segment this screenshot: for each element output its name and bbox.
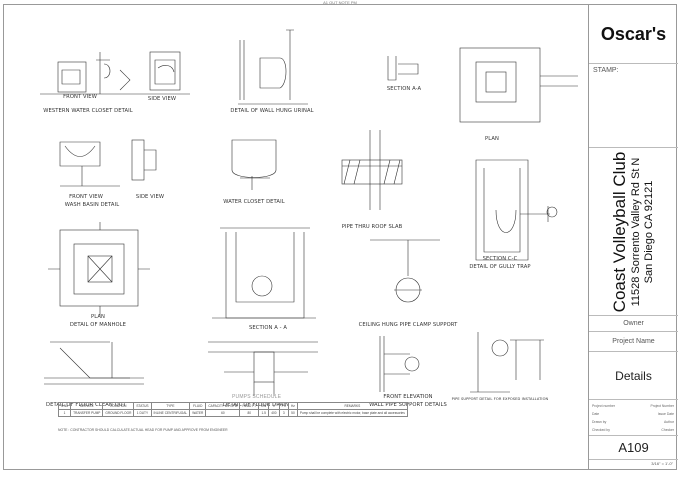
cell-sno: 1	[57, 409, 72, 417]
col-capacity: CAPACITY US GPM	[205, 402, 241, 410]
title-side-view-2: SIDE VIEW	[136, 194, 164, 200]
western-wc-detail	[40, 51, 190, 95]
title-wash-basin: WASH BASIN DETAIL	[65, 202, 119, 208]
wall-urinal-detail	[238, 29, 308, 105]
cell-hz: 50	[288, 409, 298, 417]
title-front-view-1: FRONT VIEW	[63, 94, 97, 100]
cell-location: GROUND FLOOR	[102, 409, 135, 417]
cell-type: INLINE CENTRIFUGAL	[150, 409, 191, 417]
pipe-support	[470, 332, 544, 393]
cell-capacity: 60	[205, 409, 241, 417]
title-wall-pipe: WALL PIPE SUPPORT DETAILS	[369, 402, 447, 408]
col-service: SERVICE	[70, 402, 104, 410]
owner-label: Owner	[589, 316, 678, 332]
plan-box	[459, 47, 578, 123]
col-sno: S.No	[57, 402, 72, 410]
col-hz: Hz	[288, 402, 298, 410]
col-remarks: REMARKS	[296, 402, 408, 410]
project-name-label: Project Name	[589, 332, 678, 352]
title-pipe-support: PIPE SUPPORT DETAIL FOR EXPOSED INSTALLA…	[452, 397, 549, 401]
cell-status: 1 DUTY	[133, 409, 152, 417]
schedule-title: PUMPS SCHEDULE	[232, 394, 282, 400]
col-status: STATUS	[133, 402, 152, 410]
schedule-note: NOTE : CONTRACTOR SHOULD CALCULATE ACTUA…	[58, 428, 228, 432]
address-line-2: San Diego CA 92121	[643, 180, 655, 284]
stamp-area: STAMP:	[589, 64, 678, 148]
schedule-header-row: S.No SERVICE LOCATION STATUS TYPE FLUID …	[57, 402, 408, 410]
title-clamp-support: CEILING HUNG PIPE CLAMP SUPPORT	[359, 322, 458, 328]
title-manhole: DETAIL OF MANHOLE	[70, 322, 126, 328]
cell-v: 400	[268, 409, 280, 417]
col-ph: PH	[278, 402, 290, 410]
title-front-view-2: FRONT VIEW	[69, 194, 103, 200]
title-side-view-1: SIDE VIEW	[148, 96, 176, 102]
col-location: LOCATION	[102, 402, 135, 410]
floor-cleanout	[44, 341, 144, 385]
manhole-plan	[48, 222, 150, 316]
details-label: Details	[589, 352, 678, 400]
pipe-roof-detail	[341, 130, 403, 210]
cell-service: TRANSFER PUMP	[70, 409, 104, 417]
title-western-wc: WESTERN WATER CLOSET DETAIL	[43, 108, 132, 114]
title-pipe-roof: PIPE THRU ROOF SLAB	[342, 224, 403, 230]
wash-basin-detail	[59, 139, 157, 187]
cell-fluid: WATER	[189, 409, 207, 417]
title-wall-urinal: DETAIL OF WALL HUNG URINAL	[230, 108, 313, 114]
clamp-support	[370, 239, 440, 303]
title-water-closet: WATER CLOSET DETAIL	[223, 199, 284, 205]
title-gully-trap: DETAIL OF GULLY TRAP	[469, 264, 530, 270]
title-section-aa: SECTION A - A	[249, 325, 287, 331]
cell-ph: 3	[278, 409, 290, 417]
title-block: Oscar's STAMP: Coast Volleyball Club 115…	[588, 4, 678, 470]
wall-pipe	[379, 336, 420, 392]
title-front-elev: FRONT ELEVATION	[383, 394, 432, 400]
table-row: 1 TRANSFER PUMP GROUND FLOOR 1 DUTY INLI…	[57, 409, 408, 417]
title-plan: PLAN	[485, 136, 499, 142]
cell-remarks: Pump shall be complete with electric mot…	[296, 409, 408, 417]
title-manhole-plan: PLAN	[91, 314, 105, 320]
sheet-border	[3, 4, 677, 470]
sheet-number: A109	[589, 436, 678, 460]
project-info: Coast Volleyball Club 11528 Sorrento Val…	[589, 148, 678, 316]
stamp-label: STAMP:	[593, 67, 619, 74]
project-name: Coast Volleyball Club	[610, 151, 629, 313]
title-section-cc: SECTION C-C	[483, 256, 518, 262]
cell-kw: 1.5	[258, 409, 270, 417]
address-line-1: 11528 Sorrento Valley Rd St N	[630, 157, 642, 307]
water-closet-detail	[231, 139, 277, 190]
col-kw: KW	[258, 402, 270, 410]
col-fluid: FLUID	[189, 402, 207, 410]
col-v: V	[268, 402, 280, 410]
sheet-top-label: A1 OUT NOTE PM	[323, 0, 357, 5]
gully-trap-detail	[475, 159, 558, 261]
section-aa-small	[387, 56, 419, 81]
firm-name: Oscar's	[589, 4, 678, 64]
col-head: HEAD FT	[239, 402, 260, 410]
title-section-aa-small: SECTION A-A	[387, 86, 422, 92]
floor-drain	[208, 341, 318, 396]
pump-schedule-table: S.No SERVICE LOCATION STATUS TYPE FLUID …	[57, 402, 408, 417]
cell-head: 80	[239, 409, 260, 417]
scale-label: 3/16" = 1'-0"	[651, 461, 673, 466]
section-aa-large	[212, 227, 316, 319]
col-type: TYPE	[150, 402, 191, 410]
